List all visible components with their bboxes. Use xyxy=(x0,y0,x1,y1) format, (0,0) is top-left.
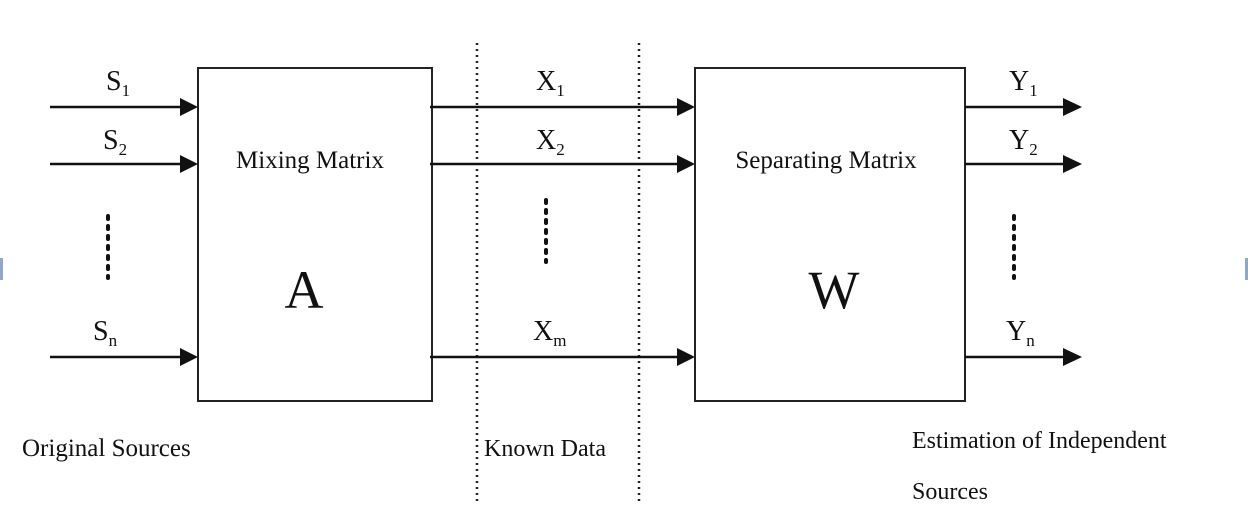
label-y2: Y2 xyxy=(1009,125,1038,159)
label-sn: Sn xyxy=(93,316,118,350)
caption-known-data: Known Data xyxy=(484,436,606,462)
label-y1: Y1 xyxy=(1009,66,1038,100)
arrow-sn-head xyxy=(180,348,198,366)
arrow-xm-head xyxy=(677,348,695,366)
observed-arrows xyxy=(430,98,695,366)
caption-estimation-line1: Estimation of Independent xyxy=(912,428,1167,454)
mixing-matrix-block: Mixing Matrix A xyxy=(197,67,433,402)
label-yn: Yn xyxy=(1006,316,1035,350)
separating-matrix-box xyxy=(694,67,966,402)
separating-matrix-block: Separating Matrix W xyxy=(694,67,966,402)
label-s1: S1 xyxy=(106,66,130,100)
caption-estimation-line2: Sources xyxy=(912,479,988,505)
output-arrows xyxy=(965,98,1082,366)
label-xm: Xm xyxy=(533,316,566,350)
arrow-y1-head xyxy=(1063,98,1082,116)
label-s2: S2 xyxy=(103,125,127,159)
separating-matrix-symbol: W xyxy=(809,260,860,320)
caption-original-sources: Original Sources xyxy=(22,435,191,462)
mixing-matrix-symbol: A xyxy=(285,260,324,320)
left-edge-marker xyxy=(0,258,3,280)
arrow-yn-head xyxy=(1063,348,1082,366)
arrow-s1-head xyxy=(180,98,198,116)
arrow-x1-head xyxy=(677,98,695,116)
arrow-y2-head xyxy=(1063,155,1082,173)
label-x2: X2 xyxy=(536,125,565,159)
right-edge-marker xyxy=(1245,258,1248,280)
separating-matrix-title: Separating Matrix xyxy=(735,147,917,174)
mixing-matrix-box xyxy=(197,67,433,402)
arrow-s2-head xyxy=(180,155,198,173)
mixing-matrix-title: Mixing Matrix xyxy=(236,147,384,174)
input-arrows xyxy=(50,98,198,366)
arrow-x2-head xyxy=(677,155,695,173)
label-x1: X1 xyxy=(536,66,565,100)
